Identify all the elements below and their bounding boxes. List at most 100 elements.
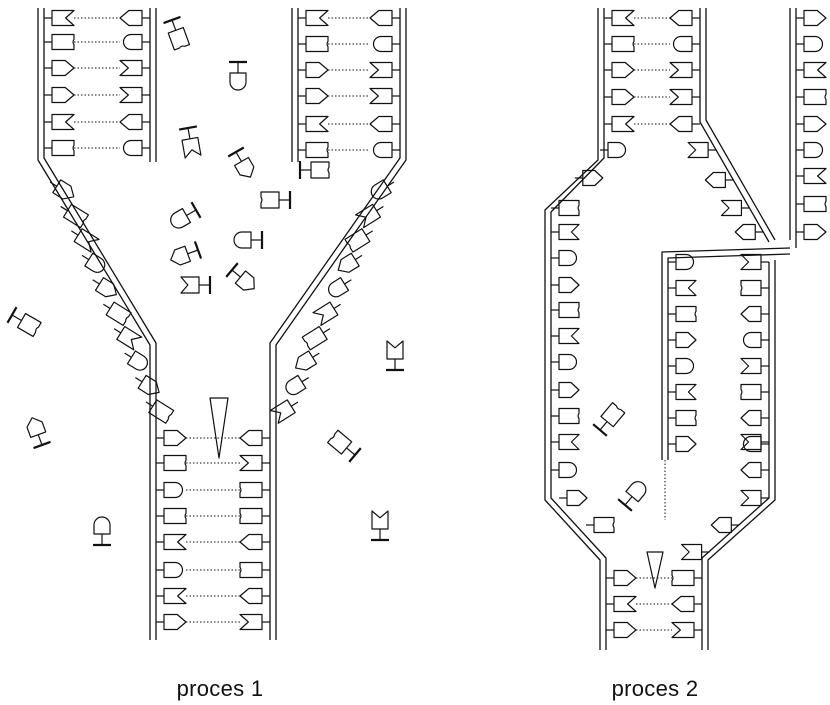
nucleotide: [604, 90, 634, 105]
daughter-duplex-bottom: [156, 431, 270, 630]
nucleotide: [551, 303, 579, 318]
free-nucleotide: [168, 242, 201, 269]
nucleotide: [298, 89, 328, 104]
nucleotide: [298, 117, 328, 132]
nucleotide: [670, 90, 700, 105]
nucleotide: [744, 333, 770, 348]
nucleotide: [672, 623, 702, 638]
nucleotide: [110, 322, 142, 350]
nucleotide: [796, 143, 823, 158]
nucleotide: [741, 491, 769, 506]
nucleotide: [606, 597, 636, 612]
fork-arm-left: [46, 176, 174, 424]
free-nucleotide: [618, 478, 650, 511]
nucleotide: [796, 169, 826, 184]
parent-duplex: [604, 11, 700, 132]
free-nucleotide: [93, 517, 111, 545]
nucleotide: [298, 63, 328, 78]
parent-duplex-right: [796, 11, 826, 240]
nucleotide: [78, 249, 108, 275]
nucleotide: [606, 623, 636, 638]
free-nucleotide: [229, 62, 247, 90]
nucleotide: [374, 37, 401, 52]
nucleotide: [370, 63, 400, 78]
nucleotide: [156, 563, 183, 578]
nucleotide: [44, 35, 74, 50]
nucleotide: [298, 143, 328, 158]
nucleotide: [796, 117, 826, 132]
nucleotide: [240, 563, 270, 578]
nucleotide: [604, 37, 634, 52]
free-nucleotide: [327, 429, 361, 461]
nucleotide: [741, 463, 769, 478]
nucleotide: [741, 359, 769, 374]
free-nucleotide: [181, 276, 210, 294]
nucleotide: [551, 278, 579, 293]
nucleotide: [604, 11, 634, 26]
nucleotide: [156, 456, 186, 471]
nucleotide: [240, 456, 270, 471]
bubble-right-strand: [682, 143, 769, 560]
nucleotide: [551, 329, 579, 344]
nucleotide: [240, 509, 270, 524]
free-nucleotide: [226, 263, 260, 295]
nucleotide: [270, 396, 302, 424]
free-nucleotide: [167, 202, 200, 232]
nucleotide: [368, 176, 398, 202]
nucleotide: [240, 431, 270, 446]
nucleotide: [156, 615, 186, 630]
free-nucleotide: [593, 402, 625, 436]
nucleotide: [670, 11, 700, 26]
nucleotide: [668, 385, 696, 400]
nucleotide: [120, 88, 150, 103]
nucleotide: [156, 589, 186, 604]
nucleotide: [668, 437, 696, 452]
nucleotide: [586, 518, 614, 533]
nucleotide: [370, 117, 400, 132]
nucleotide: [121, 347, 151, 373]
nucleotide: [240, 483, 270, 498]
nucleotide: [670, 63, 700, 78]
nucleotide: [741, 281, 769, 296]
free-nucleotide: [371, 511, 389, 540]
nucleotide: [741, 255, 769, 270]
helicase-wedge: [647, 552, 663, 588]
helicase-wedge: [210, 398, 228, 458]
nucleotide: [711, 518, 739, 533]
nucleotide: [298, 11, 328, 26]
fork-arm-right: [270, 176, 398, 424]
nucleotide: [44, 88, 74, 103]
nucleotide: [741, 385, 769, 400]
nucleotide: [551, 355, 577, 370]
nucleotide: [721, 201, 749, 216]
nucleotide: [668, 333, 696, 348]
nucleotide: [796, 37, 823, 52]
nucleotide: [313, 298, 345, 326]
free-nucleotide: [24, 415, 51, 448]
nucleotide: [604, 63, 634, 78]
nucleotide: [44, 115, 74, 130]
nucleotide: [668, 411, 696, 426]
bubble-left-strand: [551, 143, 626, 533]
nucleotide: [604, 117, 634, 132]
nucleotide: [370, 89, 400, 104]
nucleotide: [796, 11, 826, 26]
nucleotide: [559, 491, 587, 506]
nucleotide: [124, 141, 151, 156]
free-nucleotide: [234, 231, 262, 249]
free-nucleotide: [386, 341, 404, 370]
free-nucleotide: [164, 17, 191, 50]
nucleotide: [796, 225, 826, 240]
nucleotide: [670, 117, 700, 132]
nucleotide: [326, 273, 356, 299]
nucleotide: [370, 11, 400, 26]
daughter-duplex: [606, 571, 702, 638]
nucleotide: [668, 359, 694, 374]
free-nucleotide: [8, 307, 42, 337]
nucleotide: [283, 371, 313, 397]
lagging-strand-nucleotides: [668, 255, 769, 452]
nucleotide: [240, 615, 270, 630]
nucleotide: [298, 37, 328, 52]
nucleotide: [741, 307, 769, 322]
